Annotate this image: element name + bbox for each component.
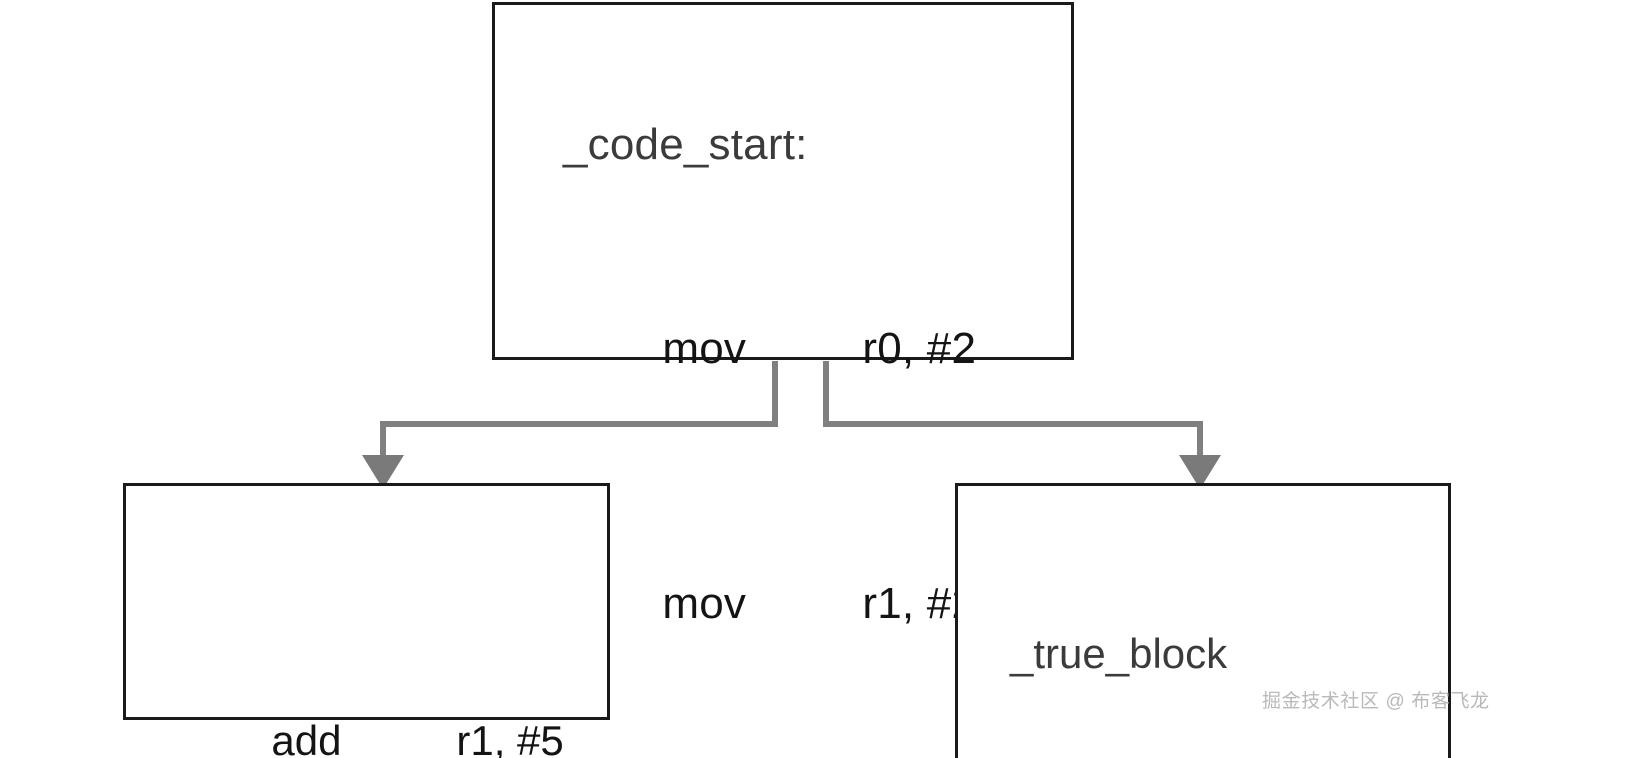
entry-block-label: _code_start: xyxy=(563,120,808,169)
true-block-label: _true_block xyxy=(1010,630,1228,677)
instruction-operands: r0, #2 xyxy=(862,324,977,373)
instruction-mnemonic: add xyxy=(271,717,342,758)
instruction-mnemonic: mov xyxy=(662,579,747,628)
instruction-mnemonic: mov xyxy=(662,324,747,373)
watermark: 掘金技术社区 @ 布客飞龙 xyxy=(1262,691,1490,712)
instruction-row: add r1, #5 xyxy=(178,658,564,758)
instruction-row: mov r0, #2 xyxy=(563,272,1097,425)
instruction-operands: r1, #5 xyxy=(456,717,564,758)
